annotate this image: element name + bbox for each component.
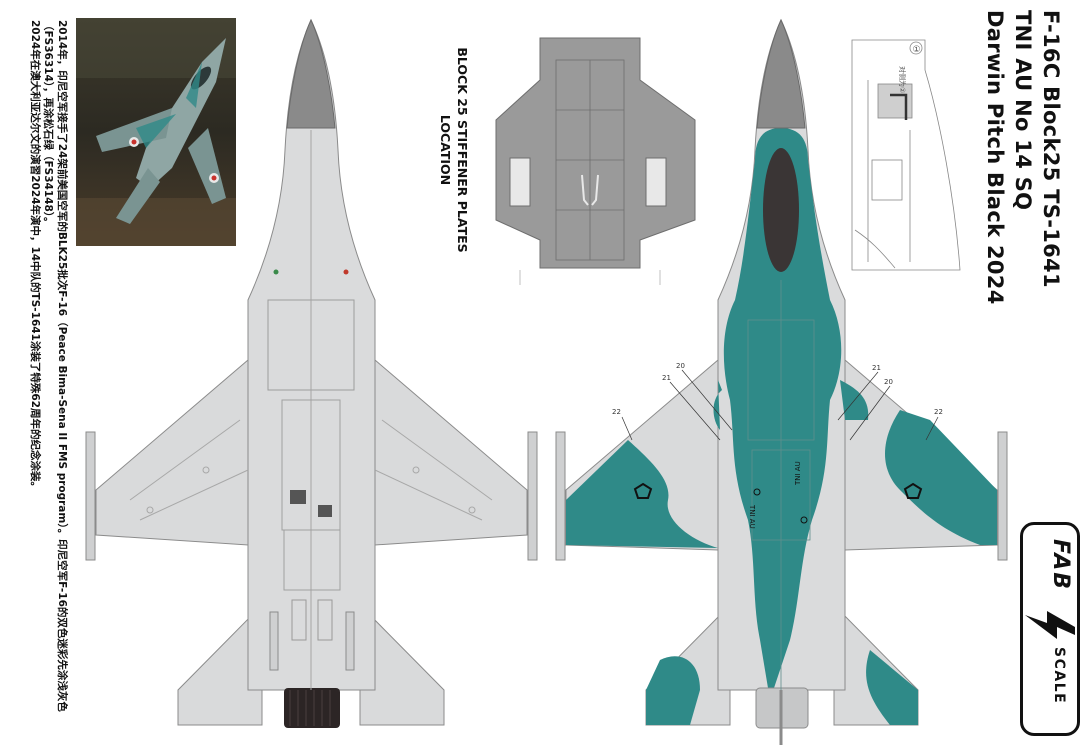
left-wing-underside xyxy=(95,358,249,546)
right-roundel xyxy=(903,482,923,499)
left-wingtip-rail xyxy=(85,431,96,561)
callout-22-right: 22 xyxy=(934,408,943,416)
stiffener-caption-line-1: BLOCK 25 STIFFENER PLATES xyxy=(455,47,470,253)
radome-underside xyxy=(286,18,336,129)
stiffener-plates-detail xyxy=(495,37,696,285)
aircraft-photo-image xyxy=(76,18,236,246)
callout-21-right: 21 xyxy=(872,364,881,372)
callout-20-left: 20 xyxy=(676,362,685,370)
right-stabilizer-camo xyxy=(866,650,918,725)
title-block: F-16C Block25 TS-1641 TNI AU No 14 SQ Da… xyxy=(975,10,1065,310)
aircraft-top-view: TNI AU TNI AU xyxy=(555,18,1008,745)
fuselage-camo xyxy=(723,128,842,700)
callout-22-left: 22 xyxy=(612,408,621,416)
callout-20-right: 20 xyxy=(884,378,893,386)
right-wing-underside xyxy=(374,358,528,546)
right-wingtip-rail xyxy=(527,431,538,561)
fuselage-marking-left: TNI AU xyxy=(748,504,756,529)
left-stabilizer-camo xyxy=(646,656,700,725)
left-wingtip-rail-top xyxy=(555,431,566,561)
aircraft-photo xyxy=(76,18,236,246)
callout-lines xyxy=(621,369,939,441)
fab-scale-logo: FAB SCALE xyxy=(1020,522,1080,736)
callout-21-left: 21 xyxy=(662,374,671,382)
left-roundel xyxy=(633,482,653,499)
logo-scale-text: SCALE xyxy=(1051,647,1067,705)
engine-nozzle-underside xyxy=(284,688,340,728)
logo-fab-text: FAB xyxy=(1048,539,1073,591)
canopy xyxy=(763,148,799,272)
lightning-bolt-icon xyxy=(1025,611,1075,639)
side-detail-drawing: ① 对侧为② xyxy=(851,39,961,271)
fuselage-marking-right: TNI AU xyxy=(794,461,802,486)
aircraft-underside-view xyxy=(85,18,538,728)
detail-ref-text: 对侧为② xyxy=(898,66,907,93)
title-line-1: F-16C Block25 TS-1641 xyxy=(1039,10,1063,288)
stiffener-caption-line-2: LOCATION xyxy=(438,114,453,186)
detail-ref-number: ① xyxy=(913,45,921,55)
radome-top xyxy=(756,18,806,129)
right-wingtip-rail-top xyxy=(997,431,1008,561)
title-line-3: Darwin Pitch Black 2024 xyxy=(983,10,1007,305)
right-wing-camo xyxy=(885,410,997,545)
title-line-2: TNI AU No 14 SQ xyxy=(1011,10,1035,211)
stiffener-caption: BLOCK 25 STIFFENER PLATES LOCATION xyxy=(425,40,475,252)
left-wing-camo xyxy=(566,440,718,548)
